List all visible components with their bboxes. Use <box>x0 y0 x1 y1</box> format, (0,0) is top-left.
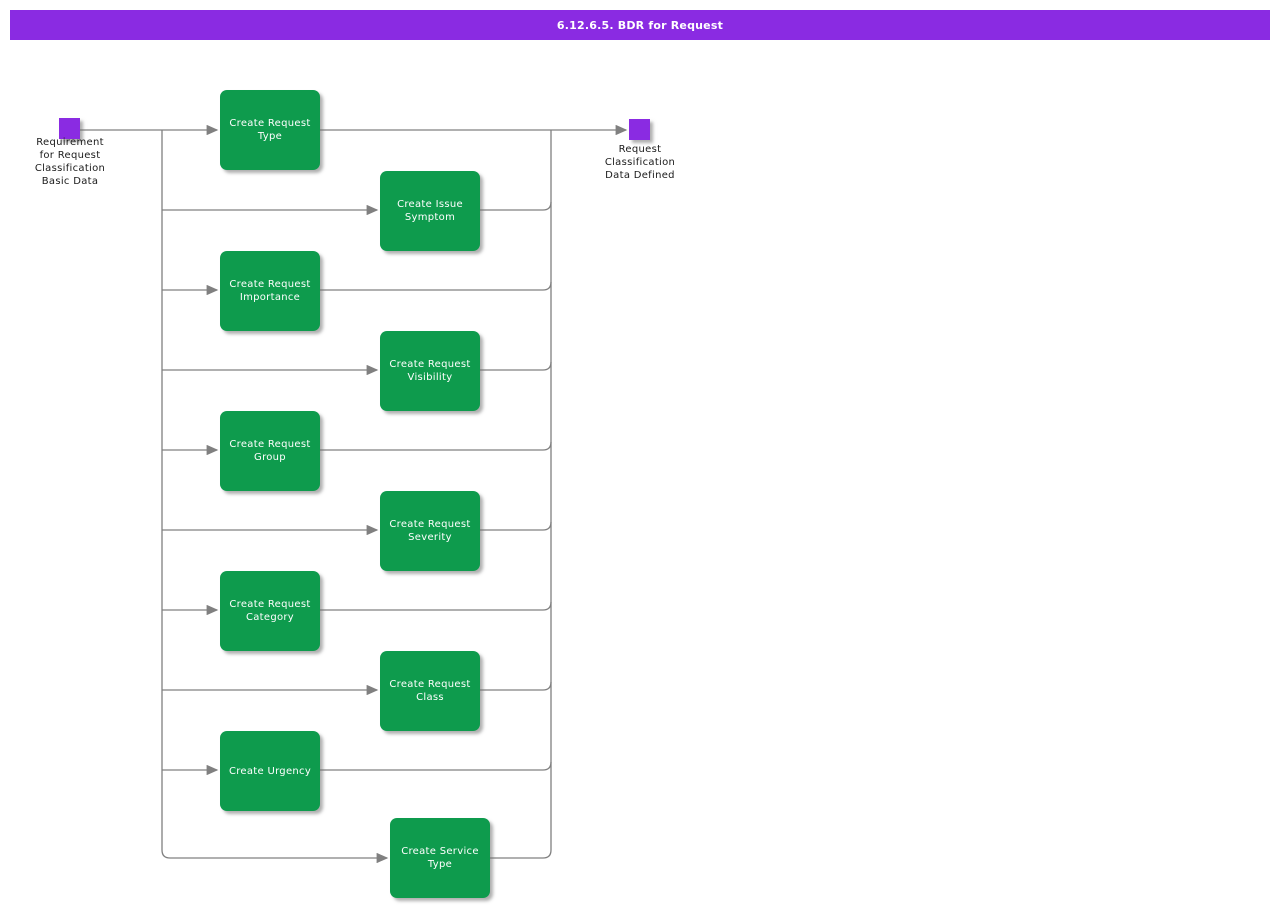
connector-create-urgency-merge <box>320 761 552 771</box>
task-create-request-group[interactable]: Create Request Group <box>220 411 320 491</box>
task-create-request-severity-label: Create Request Severity <box>389 519 471 543</box>
start-event-square[interactable] <box>59 118 80 139</box>
start-event-label: Requirement for Request Classification B… <box>34 137 106 187</box>
task-create-request-severity[interactable]: Create Request Severity <box>380 491 480 571</box>
connector-create-request-visibility-merge <box>480 361 552 371</box>
task-create-request-category-label: Create Request Category <box>229 599 311 623</box>
connector-create-service-type-merge <box>490 849 552 859</box>
task-create-request-category[interactable]: Create Request Category <box>220 571 320 651</box>
task-create-issue-symptom-label: Create Issue Symptom <box>397 199 463 223</box>
connector-create-request-importance-merge <box>320 281 552 291</box>
end-event-label: Request Classification Data Defined <box>604 144 676 181</box>
diagram-title: 6.12.6.5. BDR for Request <box>556 18 724 32</box>
connector-trunk-to-create-service-type <box>161 130 389 864</box>
task-create-request-group-label: Create Request Group <box>229 439 311 463</box>
task-create-urgency-label: Create Urgency <box>228 765 312 777</box>
task-create-service-type[interactable]: Create Service Type <box>390 818 490 898</box>
task-create-request-class[interactable]: Create Request Class <box>380 651 480 731</box>
connector-create-request-category-merge <box>320 601 552 611</box>
task-create-request-class-label: Create Request Class <box>389 679 471 703</box>
task-create-service-type-label: Create Service Type <box>401 846 479 870</box>
diagram-title-bar: 6.12.6.5. BDR for Request <box>10 10 1270 40</box>
connector-create-request-class-merge <box>480 681 552 691</box>
connector-create-request-group-merge <box>320 441 552 451</box>
task-create-request-visibility[interactable]: Create Request Visibility <box>380 331 480 411</box>
task-create-urgency[interactable]: Create Urgency <box>220 731 320 811</box>
task-create-request-importance[interactable]: Create Request Importance <box>220 251 320 331</box>
connector-create-request-severity-merge <box>480 521 552 531</box>
connectors <box>80 124 628 864</box>
task-create-issue-symptom[interactable]: Create Issue Symptom <box>380 171 480 251</box>
task-create-request-type[interactable]: Create Request Type <box>220 90 320 170</box>
task-create-request-importance-label: Create Request Importance <box>229 279 311 303</box>
task-create-request-visibility-label: Create Request Visibility <box>389 359 471 383</box>
task-create-request-type-label: Create Request Type <box>229 118 311 142</box>
connector-create-issue-symptom-merge <box>480 201 552 211</box>
end-event-square[interactable] <box>629 119 650 140</box>
